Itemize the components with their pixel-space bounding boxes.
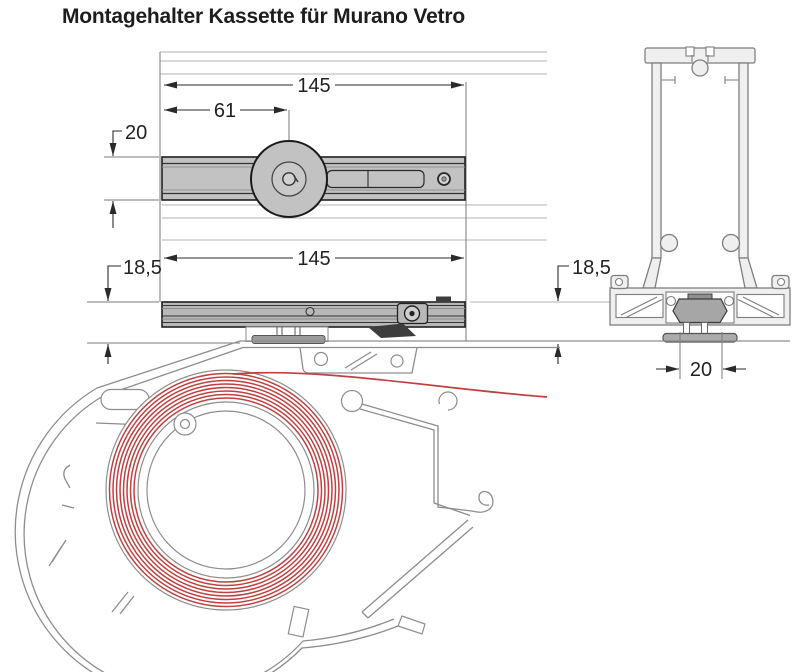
- dim-overall-width-side: 145: [164, 248, 464, 270]
- mounting-bar-side: [161, 296, 466, 338]
- profile-cross-section: 18,5 20: [470, 46, 791, 381]
- keder-slot: [287, 605, 310, 638]
- fabric-roll: [105, 369, 347, 611]
- dim-plate-width: 20: [656, 332, 746, 381]
- dim-label-20-top: 20: [125, 122, 147, 144]
- fabric-web-line: [232, 371, 548, 398]
- dim-bar-height: 20: [104, 122, 159, 228]
- dim-overall-width-top: 145: [164, 75, 464, 97]
- mounting-plate: [662, 332, 738, 343]
- side-guide-arm: [340, 389, 494, 619]
- dim-hub-offset: 61: [164, 100, 290, 141]
- interlock-tray: [299, 347, 418, 374]
- mounting-disc: [250, 140, 328, 218]
- screw-boss-left: [659, 233, 679, 253]
- shell-end-hook: [397, 615, 426, 635]
- page-title: Montagehalter Kassette für Murano Vetro: [62, 5, 465, 28]
- pin-hole: [305, 306, 315, 317]
- dim-label-18-5-right: 18,5: [572, 257, 611, 279]
- cassette-shell-inner: [23, 395, 395, 672]
- side-view: 145: [87, 248, 466, 364]
- dim-label-20-bottom: 20: [690, 359, 712, 381]
- cassette-section: [14, 340, 790, 672]
- ceiling-reference-lines: [160, 51, 547, 241]
- profile-wall-right: [738, 62, 749, 259]
- profile-wall-left: [651, 62, 662, 259]
- dim-label-145-side: 145: [297, 248, 330, 270]
- dim-bracket-height-left: 18,5: [87, 257, 240, 364]
- dim-bracket-height-right: 18,5: [554, 257, 611, 364]
- clamp-wedge: [368, 323, 416, 338]
- screw-boss-right: [721, 233, 741, 253]
- roller-tube-inner: [146, 410, 306, 570]
- cassette-shell-outer: [14, 387, 399, 672]
- clamp-block: [662, 293, 738, 343]
- top-view: 145 61 20: [104, 51, 547, 341]
- dim-label-61: 61: [214, 100, 236, 122]
- end-tab: [436, 296, 451, 303]
- fabric-roll-spiral: [108, 372, 344, 608]
- dim-label-18-5-left: 18,5: [123, 257, 162, 279]
- dim-label-145-top: 145: [297, 75, 330, 97]
